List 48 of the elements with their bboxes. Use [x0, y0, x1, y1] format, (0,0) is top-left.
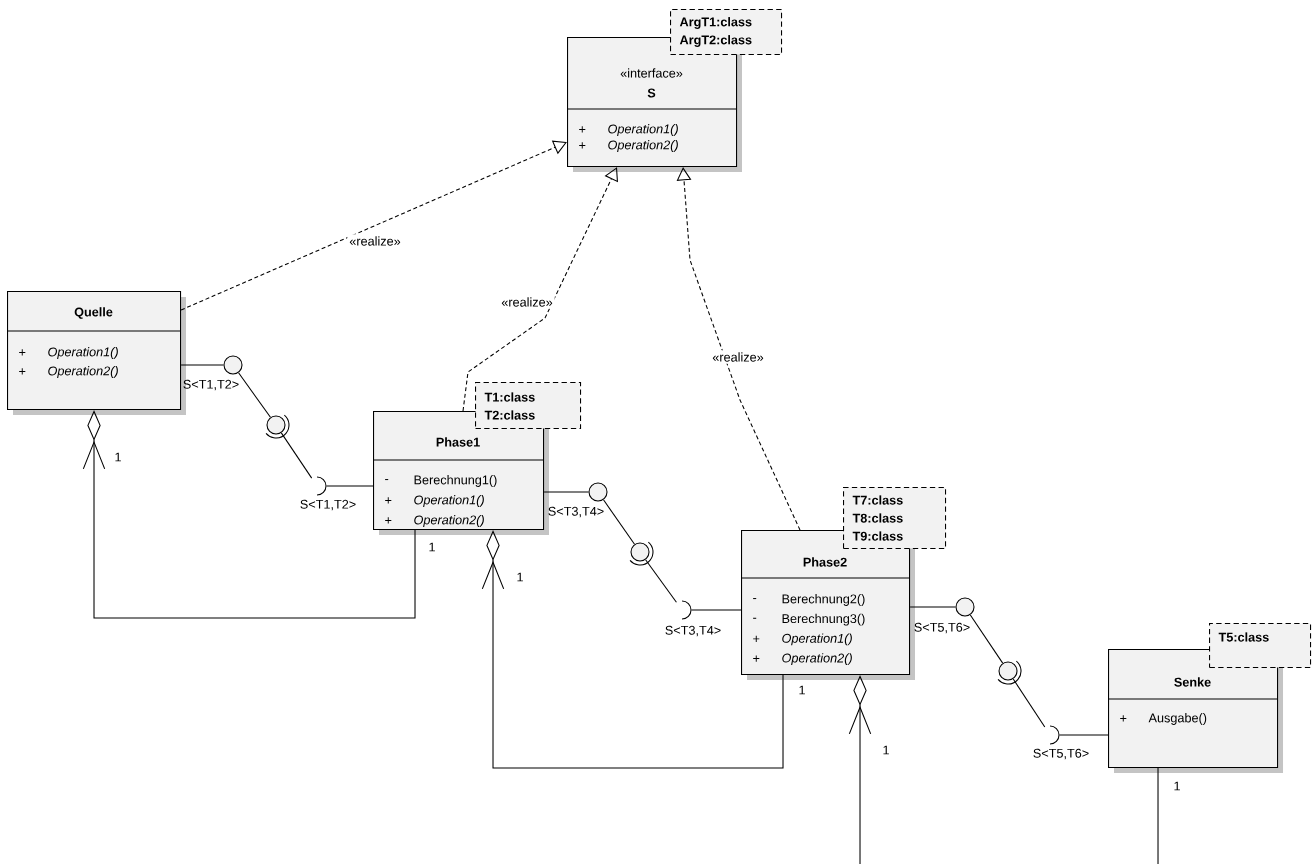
interface-lollipop — [588, 482, 608, 502]
connector-line — [326, 485, 374, 487]
connector-line — [1157, 767, 1159, 865]
multiplicity-label: 1 — [1174, 781, 1180, 791]
class-box: Senke + Ausgabe() — [1107, 649, 1283, 773]
realization-arrow — [462, 167, 618, 412]
assembly-connector — [265, 414, 290, 439]
connector-line — [1012, 678, 1046, 728]
connector-line — [1059, 734, 1109, 736]
multiplicity-label: 1 — [115, 452, 121, 462]
multiplicity-label: 1 — [517, 572, 523, 582]
interface-lollipop — [955, 597, 975, 617]
template-parameter-box: T5:class — [1209, 623, 1312, 669]
edge-label: «realize» — [347, 234, 403, 248]
interface-label: S<T1,T2> — [183, 379, 239, 391]
connector-line — [280, 432, 313, 479]
template-parameter-box: T7:class T8:class T9:class — [843, 487, 947, 550]
interface-socket — [681, 600, 692, 620]
template-parameter-box: T1:class T2:class — [475, 382, 582, 430]
interface-socket — [1049, 725, 1060, 745]
connector-line — [238, 372, 271, 418]
interface-label: S<T1,T2> — [300, 499, 356, 511]
multiplicity-label: 1 — [799, 685, 805, 695]
realization-arrow — [180, 140, 567, 311]
interface-lollipop — [223, 355, 243, 375]
interface-label: S<T3,T4> — [548, 506, 604, 518]
aggregation-line — [848, 675, 872, 865]
connector-line — [602, 499, 636, 545]
assembly-connector — [997, 660, 1022, 685]
connector-line — [969, 614, 1004, 664]
interface-socket — [316, 476, 327, 496]
aggregation-line — [82, 410, 416, 619]
interface-label: S<T5,T6> — [1033, 748, 1089, 760]
aggregation-line — [481, 530, 784, 769]
multiplicity-label: 1 — [883, 745, 889, 755]
interface-label: S<T5,T6> — [914, 622, 970, 634]
assembly-connector — [629, 541, 654, 566]
connector-line — [543, 491, 589, 493]
edge-label: «realize» — [710, 350, 766, 364]
connector-line — [691, 609, 742, 611]
edge-label: «realize» — [499, 295, 555, 309]
connector-line — [180, 364, 224, 366]
template-parameter-box: ArgT1:class ArgT2:class — [670, 9, 783, 56]
multiplicity-label: 1 — [429, 542, 435, 552]
connector-line — [909, 606, 956, 608]
interface-label: S<T3,T4> — [665, 625, 721, 637]
connector-line — [645, 559, 677, 603]
realization-arrow — [676, 167, 801, 531]
